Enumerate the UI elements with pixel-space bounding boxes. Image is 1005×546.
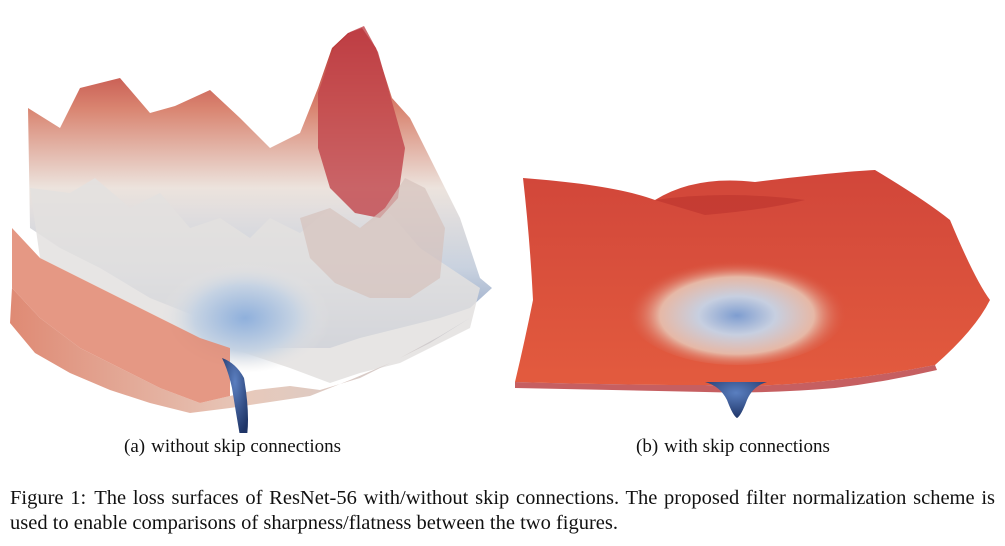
figure-caption: Figure 1:The loss surfaces of ResNet-56 …	[10, 486, 995, 536]
surface-a-minimum-well	[222, 358, 248, 433]
subfigure-caption-a: (a)without skip connections	[124, 436, 341, 458]
loss-surface-with-skip	[505, 160, 1005, 430]
surface-b-minimum-well	[705, 382, 767, 418]
loss-surface-without-skip	[0, 18, 510, 433]
subfigure-text-b: with skip connections	[664, 436, 830, 457]
loss-surface-a-plot	[10, 26, 492, 433]
figure-caption-text: The loss surfaces of ResNet-56 with/with…	[10, 487, 996, 534]
surface-b-bowl	[627, 255, 847, 365]
subfigure-label-b: (b)	[636, 436, 659, 457]
surface-a-peak	[318, 26, 405, 218]
loss-surface-b-plot	[515, 170, 990, 418]
subfigure-caption-b: (b)with skip connections	[636, 436, 830, 458]
figure-label: Figure 1:	[10, 487, 87, 509]
surface-a-front	[10, 288, 492, 413]
subfigure-text-a: without skip connections	[151, 436, 342, 457]
subfigure-label-a: (a)	[124, 436, 146, 457]
